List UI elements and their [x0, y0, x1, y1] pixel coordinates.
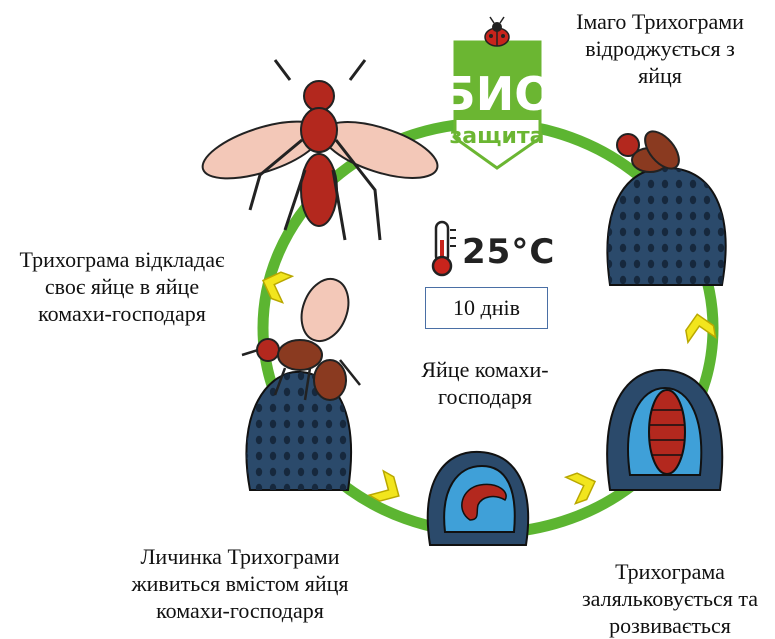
label-larva: Личинка Трихограми живиться вмістом яйця…: [115, 543, 365, 624]
duration-box: 10 днів: [425, 287, 548, 329]
bio-logo: БИО защита: [441, 17, 554, 168]
host-egg-larva: [428, 452, 528, 545]
thermometer-icon: [433, 222, 456, 275]
arrow-icon: [566, 468, 600, 503]
label-lays-egg: Трихограма відкладає своє яйце в яйце ко…: [2, 246, 242, 327]
host-egg-emerging: [607, 125, 725, 285]
adult-trichogramma-illustration: [196, 60, 444, 240]
label-adult-emerges: Імаго Трихограми відроджується з яйця: [560, 8, 760, 89]
logo-subtitle: защита: [450, 124, 545, 149]
ladybug-icon: [485, 17, 509, 46]
temperature-value: 25°C: [462, 232, 555, 272]
logo-title: БИО: [441, 67, 554, 121]
label-pupa: Трихограма заляльковується та розвиваєть…: [565, 558, 775, 639]
label-host-egg: Яйце комахи- господаря: [405, 356, 565, 410]
